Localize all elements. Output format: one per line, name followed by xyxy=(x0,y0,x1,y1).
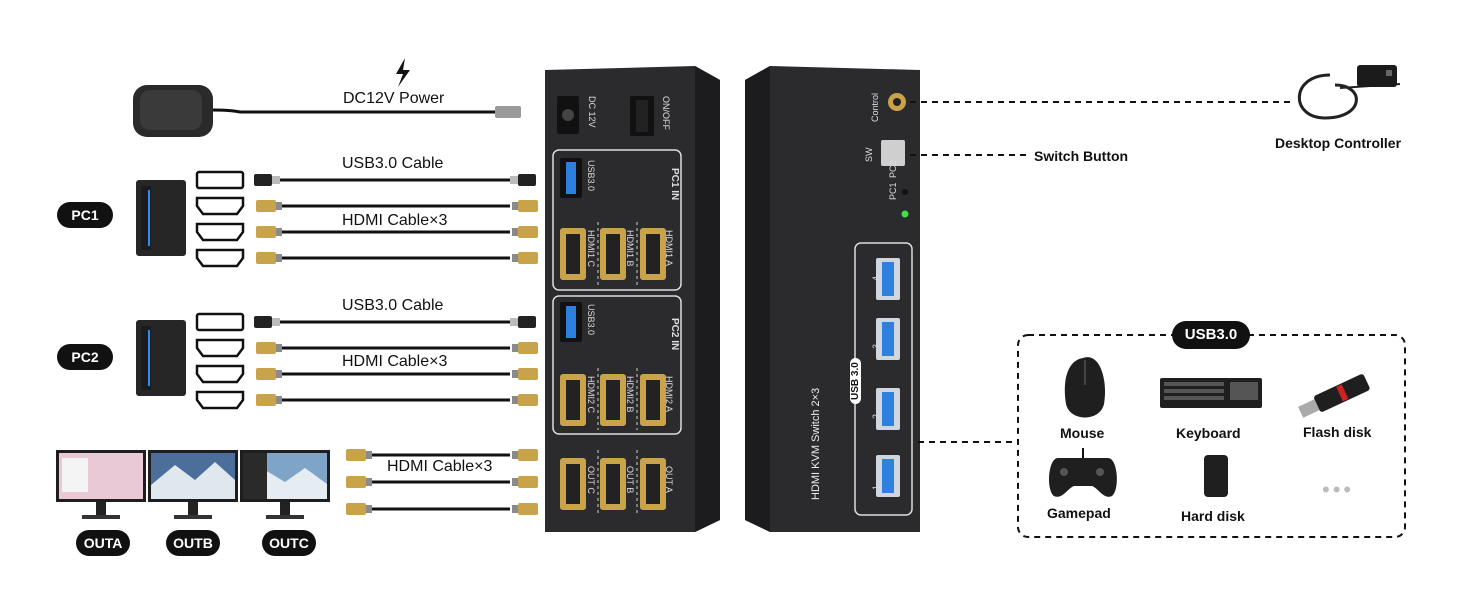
usb-port xyxy=(876,388,900,430)
usb-cable-label-pc2: USB3.0 Cable xyxy=(342,297,444,314)
pc2-led-label: PC2 xyxy=(888,160,898,178)
lightning-icon xyxy=(396,58,410,87)
hdmi-port xyxy=(560,458,586,510)
keyboard-icon xyxy=(1160,378,1262,408)
more-devices-icon: ••• xyxy=(1322,477,1355,502)
control-port-label: Control xyxy=(870,92,880,122)
usb-port-1-label: 1 xyxy=(871,484,881,490)
usb-label-pc2: USB3.0 xyxy=(586,304,596,336)
monitor-a-icon xyxy=(56,450,146,519)
hdmi-port xyxy=(560,374,586,426)
hdmi1a-label: HDMI1 A xyxy=(664,230,674,267)
hdmi-port xyxy=(600,228,626,280)
pc1-tower-icon xyxy=(136,180,186,256)
pc2-cables xyxy=(254,316,538,406)
hdmi1c-label: HDMI1 C xyxy=(586,230,596,268)
pc1-cables xyxy=(254,174,538,264)
power-label: DC12V Power xyxy=(343,90,445,107)
hdmi-port xyxy=(560,228,586,280)
usb-peripherals-box xyxy=(1017,334,1406,538)
monitor-b-icon xyxy=(148,450,238,519)
pc1-in-label: PC1 IN xyxy=(669,168,680,201)
mouse-label: Mouse xyxy=(1060,425,1105,441)
hdmi2c-label: HDMI2 C xyxy=(586,376,596,414)
usb-label-pc1: USB3.0 xyxy=(586,160,596,192)
hdmi2b-label: HDMI2 B xyxy=(625,376,635,413)
usb-port xyxy=(876,318,900,360)
keyboard-label: Keyboard xyxy=(1176,425,1241,441)
pc2-port-icons xyxy=(195,312,245,410)
usb-port-2-label: 2 xyxy=(871,413,881,419)
outa-port-label: OUT A xyxy=(664,466,674,493)
pc1-led-label: PC1 xyxy=(888,182,898,200)
back-usb-ports xyxy=(876,258,900,497)
outa-badge: OUTA xyxy=(76,530,130,556)
pc1-port-icons xyxy=(195,170,245,268)
sw-label: SW xyxy=(864,147,874,163)
hdmi-cable-label-pc2: HDMI Cable×3 xyxy=(342,353,448,370)
output-cables xyxy=(346,449,538,515)
dashed-connectors xyxy=(910,101,1292,443)
hdmi1b-label: HDMI1 B xyxy=(625,230,635,267)
gamepad-icon xyxy=(1049,448,1117,497)
flash-disk-icon xyxy=(1298,374,1370,418)
hdmi2a-label: HDMI2 A xyxy=(664,376,674,413)
hdmi-cable-label-pc1: HDMI Cable×3 xyxy=(342,212,448,229)
pc2-in-label: PC2 IN xyxy=(669,318,680,351)
power-adapter xyxy=(133,85,521,137)
kvm-front-panel xyxy=(545,66,720,532)
hdmi-port xyxy=(600,374,626,426)
hard-disk-label: Hard disk xyxy=(1181,508,1245,524)
outb-port-label: OUT B xyxy=(625,466,635,494)
desktop-controller-icon xyxy=(1297,65,1401,120)
dc-12v-label: DC 12V xyxy=(587,96,597,128)
hdmi-port xyxy=(640,228,666,280)
outc-badge: OUTC xyxy=(262,530,316,556)
outb-badge: OUTB xyxy=(166,530,220,556)
pc2-badge: PC2 xyxy=(57,344,113,370)
switch-button-label: Switch Button xyxy=(1034,148,1129,164)
usb-port-3-label: 3 xyxy=(871,343,881,349)
desktop-controller-label: Desktop Controller xyxy=(1275,135,1402,151)
gamepad-label: Gamepad xyxy=(1047,505,1111,521)
hdmi-port xyxy=(600,458,626,510)
usb-port xyxy=(876,455,900,497)
usb30-back-label: USB 3.0 xyxy=(850,358,861,404)
monitor-c-icon xyxy=(240,450,330,519)
front-hdmi-ports xyxy=(560,228,666,510)
device-title: HDMI KVM Switch 2×3 xyxy=(810,387,822,500)
hard-disk-icon xyxy=(1204,455,1228,497)
usb-cable-label-pc1: USB3.0 Cable xyxy=(342,155,444,172)
hdmi-cable-label-out: HDMI Cable×3 xyxy=(387,458,493,475)
usb-port xyxy=(876,258,900,300)
outc-port-label: OUT C xyxy=(586,466,596,494)
usb-port-4-label: 4 xyxy=(871,275,881,281)
pc1-badge: PC1 xyxy=(57,202,113,228)
mouse-icon xyxy=(1064,357,1106,418)
on-off-label: ON/OFF xyxy=(661,96,671,130)
flash-disk-label: Flash disk xyxy=(1303,424,1372,440)
hdmi-port xyxy=(640,374,666,426)
pc2-tower-icon xyxy=(136,320,186,396)
usb30-badge: USB3.0 xyxy=(1172,321,1250,349)
hdmi-port xyxy=(640,458,666,510)
